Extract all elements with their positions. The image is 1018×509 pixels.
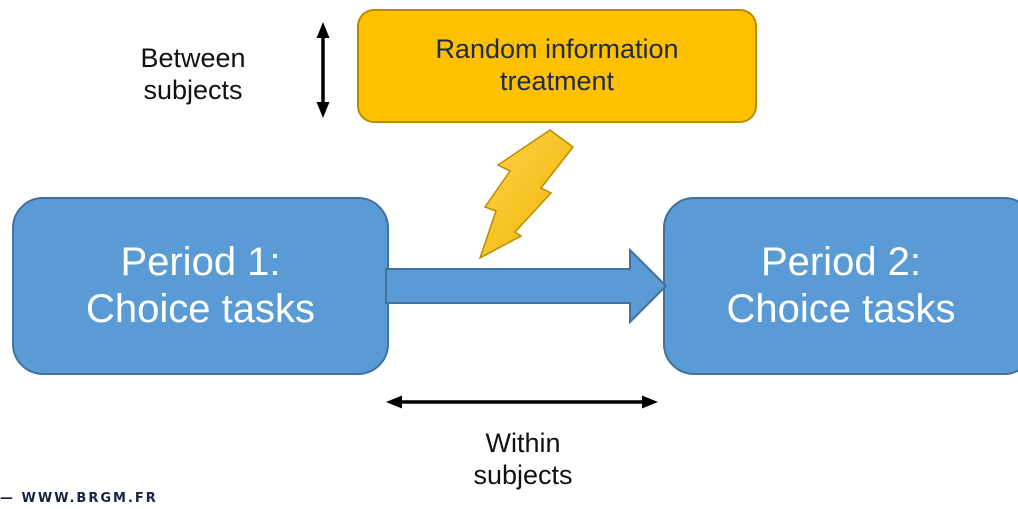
period-1-label: Period 1: Choice tasks	[13, 198, 388, 374]
treatment-box	[357, 9, 757, 123]
period-1-label-line-2: Choice tasks	[86, 287, 315, 331]
period-2-label-line-2: Choice tasks	[726, 287, 956, 331]
treatment-label-line-1: Random information	[435, 34, 679, 65]
within-subjects-label: Within subjects	[438, 427, 608, 492]
between-subjects-label-line-2: subjects	[143, 75, 243, 106]
lightning-bolt-icon	[478, 129, 575, 260]
period-2-label: Period 2: Choice tasks	[664, 198, 1018, 374]
treatment-label: Random information treatment	[358, 10, 756, 122]
within-subjects-label-line-1: Within	[485, 428, 561, 458]
treatment-label-line-2: treatment	[499, 66, 615, 96]
within-subjects-arrow	[386, 395, 658, 409]
period-1-label-line-1: Period 1:	[120, 239, 281, 284]
within-subjects-label-line-2: subjects	[473, 460, 573, 491]
footer-url: — WWW.BRGM.FR	[0, 491, 158, 506]
between-subjects-arrow	[316, 22, 330, 118]
period-2-label-line-1: Period 2:	[760, 239, 922, 284]
transition-arrow	[385, 247, 668, 325]
between-subjects-label-line-1: Between	[140, 43, 246, 73]
between-subjects-label: Between subjects	[108, 42, 278, 107]
